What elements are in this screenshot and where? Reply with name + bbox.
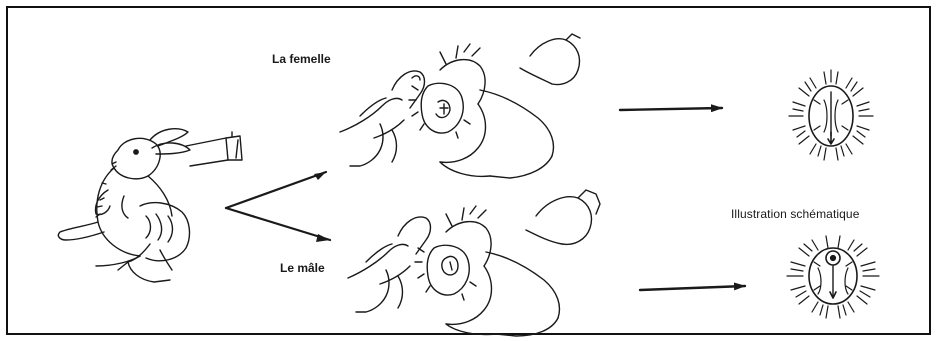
- arrow-female: [620, 108, 722, 110]
- arrow-right-icon: [620, 108, 745, 290]
- line-to-male: [226, 208, 330, 240]
- male-genital-schematic-icon: [787, 236, 879, 318]
- label-female: La femelle: [272, 52, 331, 66]
- label-schematic-illustration: Illustration schématique: [731, 207, 859, 221]
- female-sexing-hands-icon: [340, 34, 580, 178]
- diverging-arrows: [226, 172, 330, 242]
- arrow-male: [640, 286, 745, 290]
- line-to-female: [226, 172, 326, 208]
- female-genital-schematic-icon: [789, 70, 873, 160]
- male-sexing-hands-icon: [348, 190, 600, 336]
- rabbit-held-in-hands-icon: [58, 129, 242, 282]
- label-male: Le mâle: [280, 261, 325, 275]
